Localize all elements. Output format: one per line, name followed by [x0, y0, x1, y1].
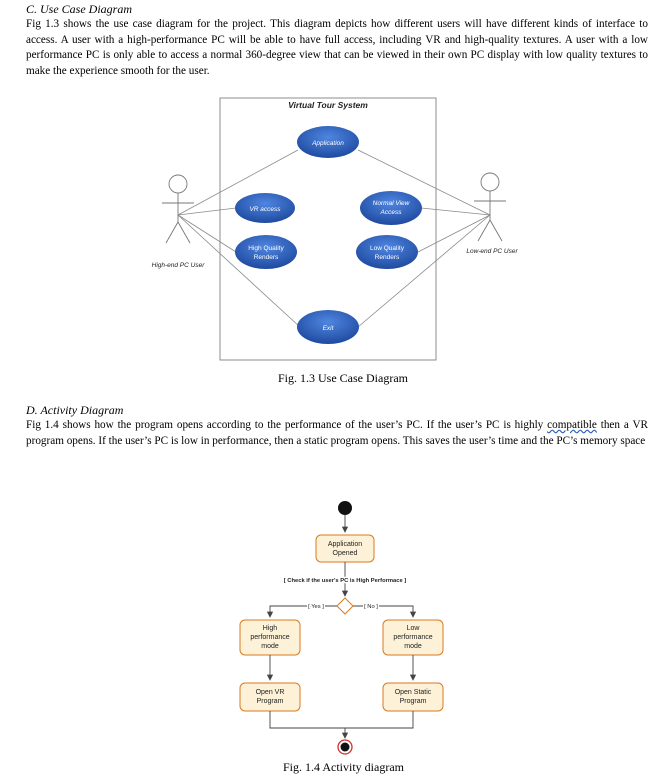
- section-c-paragraph: Fig 1.3 shows the use case diagram for t…: [26, 18, 648, 77]
- right-actor-associations: [357, 149, 491, 328]
- use-case-high-quality-label-1: High Quality: [248, 245, 284, 252]
- use-case-exit-label: Exit: [323, 325, 335, 332]
- guard-no: [ No ]: [364, 604, 378, 610]
- use-case-low-quality-label-2: Renders: [375, 254, 400, 261]
- use-case-vr-access: [235, 193, 295, 223]
- node-high-performance-mode-line-3: mode: [261, 643, 279, 650]
- node-open-static-program-line-2: Program: [400, 698, 427, 705]
- system-title: Virtual Tour System: [288, 100, 368, 110]
- left-actor-associations: [177, 149, 301, 328]
- system-boundary: [219, 97, 437, 361]
- actor-left-label: High-end PC User: [152, 262, 206, 269]
- section-c-title: C. Use Case Diagram: [26, 2, 133, 16]
- spelling-squiggle-word: compatible: [547, 419, 597, 431]
- node-open-static-program-line-1: Open Static: [395, 689, 432, 696]
- node-high-performance-mode-line-1: High: [263, 625, 278, 632]
- node-application-opened: [315, 534, 375, 563]
- use-case-high-quality-label-2: Renders: [254, 254, 279, 261]
- node-open-static-program: [382, 682, 444, 712]
- use-case-exit: [297, 310, 359, 344]
- node-open-vr-program-line-1: Open VR: [256, 689, 285, 696]
- figure-1-4-caption: Fig. 1.4 Activity diagram: [283, 760, 404, 774]
- activity-diagram: Application Opened [ Check if the user's…: [239, 501, 444, 755]
- use-case-vr-access-label: VR access: [249, 206, 281, 213]
- section-d-title: D. Activity Diagram: [26, 403, 124, 417]
- node-application-opened-line-1: Application: [328, 541, 362, 548]
- section-d-paragraph: Fig 1.4 shows how the program opens acco…: [26, 418, 648, 449]
- use-case-normal-view-label-1: Normal View: [373, 200, 411, 207]
- node-open-vr-program: [239, 682, 301, 712]
- node-open-vr-program-line-2: Program: [257, 698, 284, 705]
- decision-diamond: [336, 597, 354, 615]
- actor-right-label: Low-end PC User: [466, 248, 518, 255]
- node-high-performance-mode-line-2: performance: [250, 634, 289, 641]
- use-case-application-label: Application: [311, 140, 344, 147]
- node-application-opened-line-2: Opened: [333, 550, 358, 557]
- use-case-high-quality: [235, 235, 297, 269]
- use-case-diagram: Virtual Tour System Application VR acces…: [152, 97, 518, 361]
- figure-1-3-caption: Fig. 1.3 Use Case Diagram: [278, 371, 408, 385]
- node-low-performance-mode-line-1: Low: [407, 625, 421, 632]
- guard-condition: [ Check if the user's PC is High Perform…: [284, 578, 407, 584]
- use-case-low-quality-label-1: Low Quality: [370, 245, 405, 252]
- section-d-paragraph-end: then a VR program opens. If the user’s P…: [26, 419, 648, 447]
- use-case-low-quality: [356, 235, 418, 269]
- node-low-performance-mode-line-2: performance: [393, 634, 432, 641]
- section-d-paragraph-start: Fig 1.4 shows how the program opens acco…: [26, 419, 544, 431]
- guard-yes: [ Yes ]: [308, 604, 324, 610]
- end-node: [340, 742, 350, 752]
- actor-left-figure: [162, 174, 194, 244]
- actor-right-figure: [474, 172, 506, 242]
- use-case-normal-view-label-2: Access: [380, 209, 403, 216]
- use-case-application: [297, 126, 359, 158]
- use-case-normal-view: [360, 191, 422, 225]
- start-node: [338, 501, 352, 515]
- node-low-performance-mode-line-3: mode: [404, 643, 422, 650]
